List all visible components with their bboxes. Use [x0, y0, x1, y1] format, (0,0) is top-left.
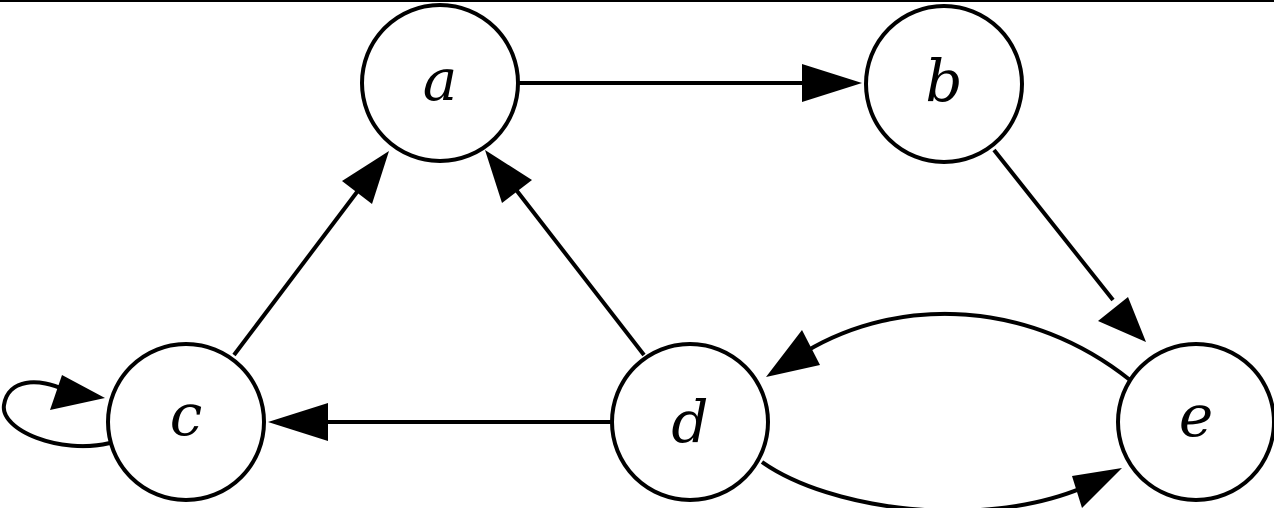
node-e-label: e — [1179, 382, 1213, 450]
arrowhead-c-c — [50, 375, 105, 410]
edges — [1, 64, 1146, 508]
arrowhead-d-a — [485, 150, 532, 203]
node-e-circle — [1116, 342, 1274, 502]
edge-c-a — [232, 190, 359, 357]
node-b: b — [864, 4, 1024, 164]
edge-b-e — [992, 148, 1115, 302]
node-c: c — [106, 342, 266, 502]
node-d-label: d — [671, 388, 708, 456]
edge-d-e — [760, 460, 1083, 508]
node-c-circle — [106, 342, 266, 502]
node-e: e — [1116, 342, 1274, 502]
node-c-label: c — [170, 381, 202, 449]
node-b-circle — [864, 4, 1024, 164]
arrowhead-d-e — [1072, 468, 1122, 508]
arrowhead-b-e — [1098, 297, 1146, 342]
top-border-line — [0, 0, 1274, 2]
edge-c-c — [1, 380, 111, 449]
node-a-label: a — [423, 46, 458, 114]
node-a: a — [360, 3, 520, 163]
node-a-circle — [360, 3, 520, 163]
arrowhead-a-b — [802, 64, 862, 102]
node-b-label: b — [925, 47, 962, 115]
arrowhead-e-d — [766, 330, 820, 377]
node-d: d — [610, 342, 770, 502]
edge-d-a — [515, 189, 646, 357]
arrowhead-d-c — [268, 403, 328, 441]
node-d-circle — [610, 342, 770, 502]
edge-e-d — [803, 311, 1132, 382]
arrowhead-c-a — [342, 151, 389, 204]
